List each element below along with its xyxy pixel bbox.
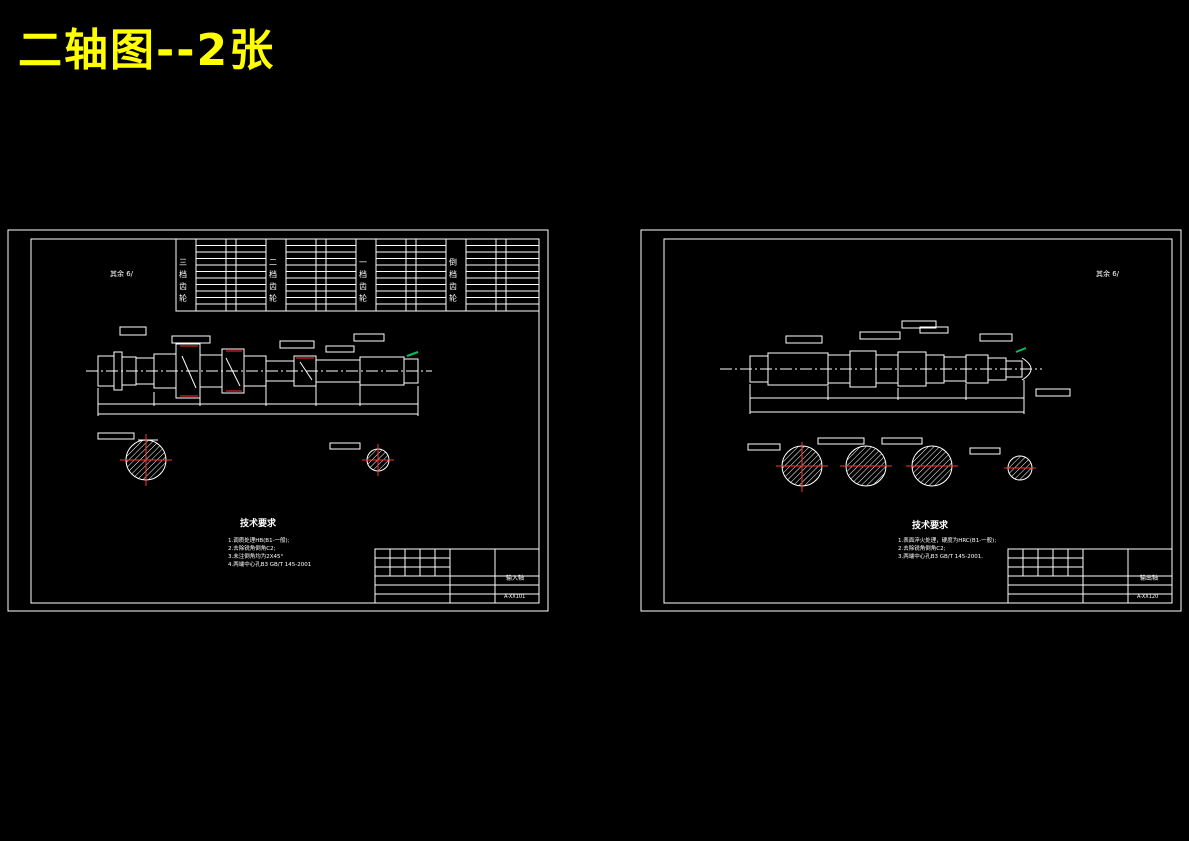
surface-roughness-note-left: 其余 6/ xyxy=(110,269,134,278)
section-view-b-left xyxy=(329,442,394,476)
tech-line-right-3: 3.两端中心孔B3 GB/T 145-2001. xyxy=(898,552,983,560)
drawing-number-left: A-XX101 xyxy=(504,594,525,600)
section-view-c-right xyxy=(881,437,958,487)
sheet-left-outer-border xyxy=(7,229,549,612)
tolerance-frames-right xyxy=(785,320,1071,397)
tech-line-left-4: 4.两端中心孔B3 GB/T 145-2001 xyxy=(228,560,311,568)
sheet-left xyxy=(7,229,549,612)
tech-line-left-3: 3.未注倒角均为2X45° xyxy=(228,552,284,560)
sheet-right xyxy=(640,229,1182,612)
title-block-right xyxy=(1007,548,1173,604)
sheet-left-inner-border xyxy=(30,238,540,604)
section-view-d-right xyxy=(969,447,1036,481)
green-leader-mark xyxy=(406,351,419,357)
output-shaft-outline xyxy=(749,350,1032,388)
gear-teeth-marks xyxy=(180,345,314,397)
tech-requirements-title-right: 技术要求 xyxy=(912,519,949,531)
gear-table-group-labels: 三档齿轮 二档齿轮 一档齿轮 倒档齿轮 xyxy=(179,257,458,306)
gear-parameter-tables xyxy=(175,238,540,312)
title-block-left xyxy=(374,548,540,604)
tech-line-left-1: 1.调质处理HB(B1-一般); xyxy=(228,536,290,544)
gear-group-label-2: 二档齿轮 xyxy=(269,258,278,306)
part-name-right: 输出轴 xyxy=(1140,574,1158,582)
dimension-lines-right xyxy=(749,380,1025,414)
section-view-a-left xyxy=(97,432,172,486)
gear-group-label-1: 一档齿轮 xyxy=(359,258,368,306)
section-view-a-right xyxy=(747,442,828,492)
sheet-right-inner-border xyxy=(663,238,1173,604)
page-title: 二轴图--2张 xyxy=(18,25,276,76)
drawing-number-right: A-XX120 xyxy=(1137,594,1158,600)
tech-line-left-2: 2.去除锐角倒角C2; xyxy=(228,544,276,552)
part-name-left: 输入轴 xyxy=(506,574,524,582)
tolerance-frames-left xyxy=(119,326,385,353)
sheet-right-outer-border xyxy=(640,229,1182,612)
tech-requirements-title-left: 技术要求 xyxy=(240,517,277,529)
surface-roughness-note-right: 其余 6/ xyxy=(1096,269,1120,278)
section-view-b-right xyxy=(817,437,892,487)
gear-group-label-3: 三档齿轮 xyxy=(179,258,188,306)
tech-line-right-2: 2.去除锐角倒角C2; xyxy=(898,544,946,552)
input-shaft-outline xyxy=(97,343,419,399)
tech-line-right-1: 1.表面淬火处理，硬度为HRC(B1-一般); xyxy=(898,536,996,544)
dimension-lines-left xyxy=(97,384,419,416)
gear-group-label-reverse: 倒档齿轮 xyxy=(449,257,458,306)
green-leader-mark-right xyxy=(1015,347,1027,353)
